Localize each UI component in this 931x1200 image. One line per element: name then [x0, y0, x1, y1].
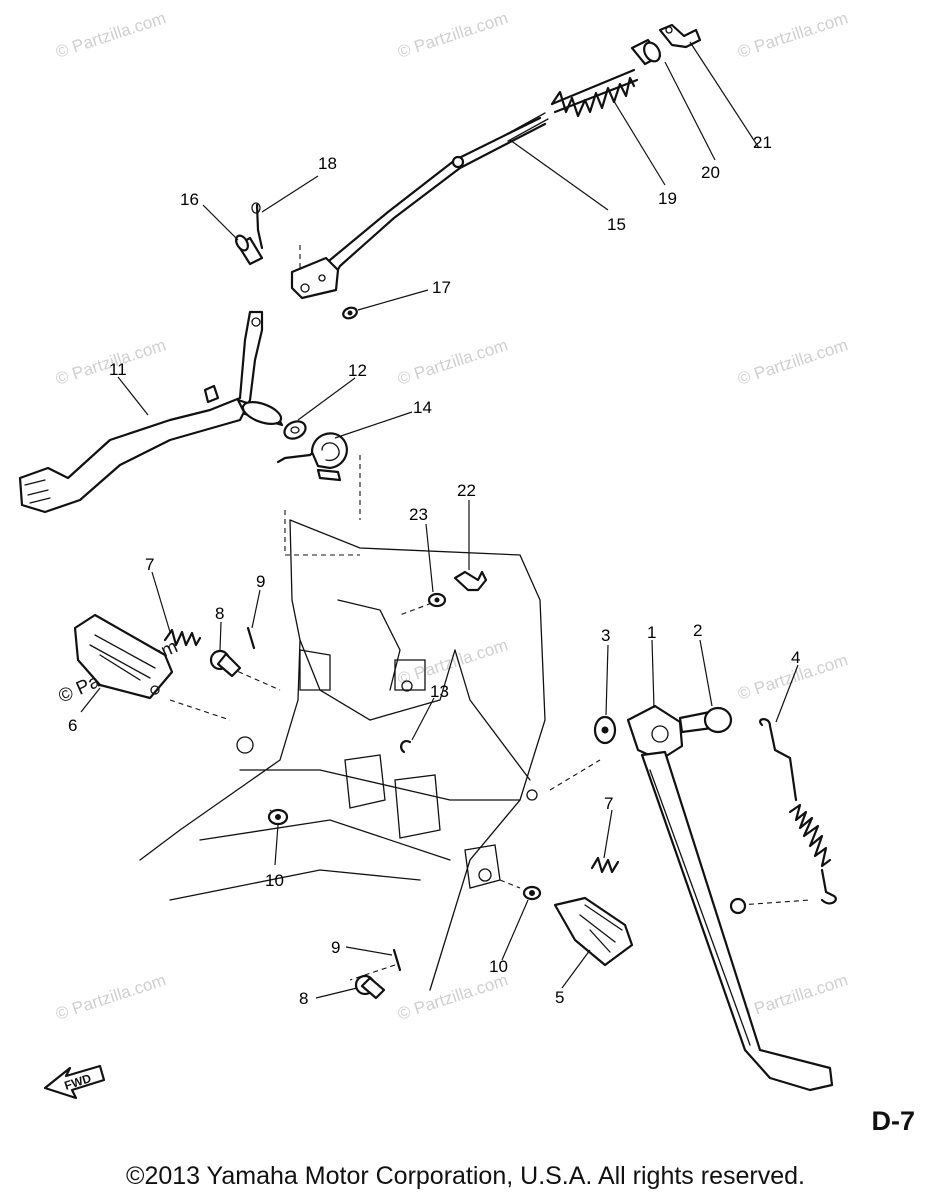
callout-14: 14 — [413, 398, 432, 417]
sidestand — [626, 704, 834, 1092]
callout-23: 23 — [409, 505, 428, 524]
callout-9-right: 9 — [331, 938, 340, 957]
callout-13: 13 — [430, 682, 449, 701]
callout-17: 17 — [432, 278, 451, 297]
frame-outline — [139, 245, 811, 991]
watermark: © Partzilla.com — [735, 335, 850, 388]
footrest-spring-left — [163, 628, 202, 647]
footrest-right — [553, 896, 634, 967]
spring-19 — [550, 68, 639, 118]
callout-10-right: 10 — [489, 957, 508, 976]
watermark: © Partzilla.com — [395, 635, 510, 688]
pin-16 — [235, 234, 264, 266]
sidestand-spring — [729, 718, 837, 915]
watermarks: © Partzilla.com © Partzilla.com © Partzi… — [53, 8, 850, 1023]
callout-15: 15 — [607, 215, 626, 234]
cotter-pin-left — [246, 626, 256, 650]
callout-21: 21 — [753, 133, 772, 152]
callouts: 1 2 3 4 5 6 7 7 8 8 9 9 10 10 11 12 13 1… — [68, 133, 800, 1008]
copyright-notice: ©2013 Yamaha Motor Corporation, U.S.A. A… — [126, 1162, 805, 1190]
page-label: D-7 — [871, 1106, 915, 1136]
callout-10-left: 10 — [265, 871, 284, 890]
sidestand-bolt — [678, 706, 733, 734]
watermark: © Partzilla.com — [395, 335, 510, 388]
callout-5: 5 — [555, 988, 564, 1007]
washer-10-left — [267, 808, 289, 826]
leader-lines — [80, 41, 799, 999]
callout-16: 16 — [180, 190, 199, 209]
callout-9-left: 9 — [256, 572, 265, 591]
brake-rod — [290, 112, 549, 300]
watermark: © Partzilla.com — [395, 8, 510, 61]
adjust-nut — [630, 38, 662, 66]
forward-arrow: FWD — [43, 1064, 106, 1100]
callout-22: 22 — [457, 481, 476, 500]
callout-3: 3 — [601, 626, 610, 645]
washer-12 — [283, 420, 307, 440]
callout-12: 12 — [348, 361, 367, 380]
bolt-22 — [453, 570, 488, 592]
callout-1: 1 — [647, 623, 656, 642]
footrest-spring-right — [590, 856, 620, 874]
washer-17 — [342, 306, 358, 320]
watermark: © Partzilla.com — [395, 970, 510, 1023]
washer-23 — [427, 592, 447, 608]
callout-20: 20 — [701, 163, 720, 182]
callout-18: 18 — [318, 154, 337, 173]
brake-pedal — [18, 310, 284, 514]
callout-8-left: 8 — [215, 604, 224, 623]
callout-11: 11 — [109, 360, 127, 379]
callout-2: 2 — [693, 621, 702, 640]
cotter-pin-18 — [251, 202, 264, 250]
footrest-left — [73, 613, 174, 700]
joint — [658, 23, 702, 49]
cotter-pin-right — [392, 948, 402, 972]
watermark: © Partzilla.com — [53, 8, 168, 61]
return-spring-14 — [276, 432, 348, 482]
watermark: © Partzilla.com — [53, 970, 168, 1023]
washer-10-right — [522, 885, 542, 901]
callout-8-right: 8 — [299, 989, 308, 1008]
callout-19: 19 — [658, 189, 677, 208]
footrest-pin-right — [354, 974, 386, 1000]
footrest-pin-left — [209, 649, 242, 678]
callout-4: 4 — [791, 648, 800, 667]
watermark: © Partzilla.com — [735, 8, 850, 61]
callout-7-left: 7 — [145, 555, 154, 574]
watermark: © Partzilla.com — [735, 970, 850, 1023]
circlip-13 — [400, 740, 412, 754]
callout-7-right: 7 — [604, 794, 613, 813]
callout-6: 6 — [68, 716, 77, 735]
collar-3 — [593, 715, 617, 745]
